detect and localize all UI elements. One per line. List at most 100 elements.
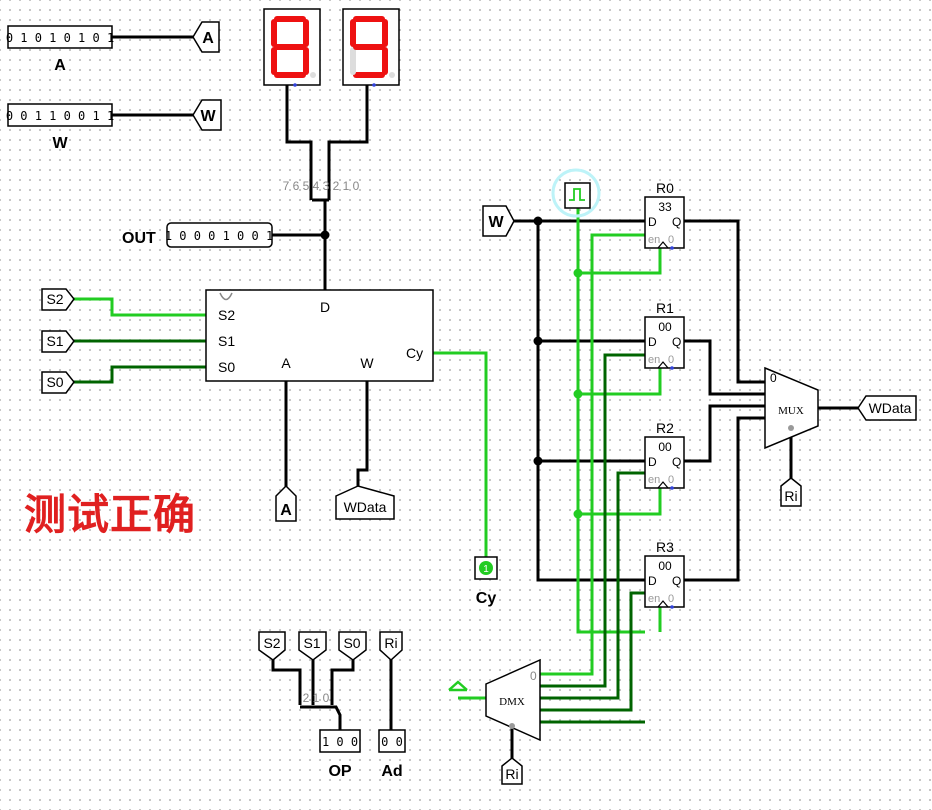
register-zero: 0 xyxy=(668,354,674,366)
tunnel-S0: S0 xyxy=(41,371,75,394)
register-D-port: D xyxy=(648,215,657,229)
input-A-label: A xyxy=(54,57,66,74)
register-Q-port: Q xyxy=(672,335,681,349)
junction-dots-green xyxy=(573,268,583,519)
svg-text:A: A xyxy=(280,502,292,519)
mux-label: MUX xyxy=(778,405,804,417)
seven-segment-right xyxy=(342,8,400,87)
register-zero: 0 xyxy=(668,593,674,605)
op-value: 1 0 0 xyxy=(322,735,358,749)
input-A[interactable]: 0 1 0 1 0 1 0 1 A xyxy=(6,25,114,74)
ad-probe: 0 0 Ad xyxy=(378,729,406,780)
register-zero: 0 xyxy=(668,474,674,486)
mux[interactable]: 0 MUX xyxy=(764,366,819,450)
register-name: R2 xyxy=(656,420,674,436)
alu-S0-port: S0 xyxy=(218,359,235,375)
cy-value: 1 xyxy=(483,564,489,575)
tunnel-S2-b: S2 xyxy=(258,631,286,661)
op-probe: 1 0 0 OP xyxy=(319,729,361,780)
tunnel-A-alu: A xyxy=(275,484,297,522)
register-en-port: en xyxy=(648,593,660,605)
alu-A-port: A xyxy=(281,355,291,371)
tunnel-Ri-mux: Ri xyxy=(780,477,802,507)
svg-text:Ri: Ri xyxy=(505,766,518,782)
svg-text:S1: S1 xyxy=(303,635,320,651)
tunnel-S1-b: S1 xyxy=(298,631,327,661)
svg-text:S1: S1 xyxy=(46,333,63,349)
tunnel-WData-alu: WData xyxy=(335,485,395,520)
junction-dots xyxy=(320,216,543,466)
register-en-port: en xyxy=(648,474,660,486)
cy-output-led: 1 Cy xyxy=(474,556,498,607)
register-Q-port: Q xyxy=(672,455,681,469)
alu-Cy-port: Cy xyxy=(406,345,423,361)
tunnel-S2: S2 xyxy=(41,288,75,311)
svg-text:S2: S2 xyxy=(263,635,280,651)
demux[interactable]: 0 DMX xyxy=(485,658,541,742)
tunnel-W-top: W xyxy=(192,99,222,131)
constant-high-arrow xyxy=(448,680,468,692)
svg-text:A: A xyxy=(202,30,214,47)
out-probe-label: OUT xyxy=(122,230,156,247)
op-splitter-bits: 2 1 0 xyxy=(303,691,330,705)
cy-label: Cy xyxy=(476,590,497,607)
input-W[interactable]: 0 0 1 1 0 0 1 1 W xyxy=(6,103,114,152)
register-name: R1 xyxy=(656,300,674,316)
input-W-label: W xyxy=(52,135,68,152)
dmx-zero: 0 xyxy=(530,669,537,683)
svg-text:S0: S0 xyxy=(46,374,63,390)
register-value: 00 xyxy=(658,320,672,334)
tunnel-W-bus: W xyxy=(482,205,515,237)
register-en-port: en xyxy=(648,234,660,246)
op-label: OP xyxy=(328,763,351,780)
svg-text:S2: S2 xyxy=(46,291,63,307)
input-W-bits: 0 0 1 1 0 0 1 1 xyxy=(6,109,114,123)
svg-text:W: W xyxy=(488,214,504,231)
alu-W-port: W xyxy=(360,355,374,371)
register-name: R3 xyxy=(656,539,674,555)
register-name: R0 xyxy=(656,180,674,196)
svg-text:S0: S0 xyxy=(343,635,360,651)
ad-label: Ad xyxy=(381,763,402,780)
seven-segment-left xyxy=(263,8,321,87)
out-probe: OUT 1 0 0 0 1 0 0 1 xyxy=(122,222,273,248)
svg-text:Ri: Ri xyxy=(784,488,797,504)
clock-icon[interactable] xyxy=(551,168,601,218)
segment-pin xyxy=(372,83,376,87)
tunnel-S0-b: S0 xyxy=(338,631,367,661)
segment-dp xyxy=(389,72,395,78)
inactive-wires xyxy=(72,339,645,724)
splitter-bits: 7 6 5 4 3 2 1 0 xyxy=(283,179,360,193)
tunnel-WData-out: WData xyxy=(857,395,917,421)
register-R3[interactable]: R3 00D Qen 0 xyxy=(644,539,685,609)
register-R0[interactable]: R0 33D Qen 0 xyxy=(644,180,685,250)
register-Q-port: Q xyxy=(672,215,681,229)
segment-pin xyxy=(293,83,297,87)
register-Q-port: Q xyxy=(672,574,681,588)
test-passed-banner: 测试正确 xyxy=(24,490,197,539)
alu-S1-port: S1 xyxy=(218,333,235,349)
register-R2[interactable]: R2 00D Qen 0 xyxy=(644,420,685,490)
dmx-label: DMX xyxy=(499,696,525,708)
svg-text:WData: WData xyxy=(869,400,912,416)
alu-block[interactable]: D S2 S1 S0 A W Cy xyxy=(205,289,434,382)
register-value: 00 xyxy=(658,559,672,573)
black-wires xyxy=(112,35,858,758)
input-A-bits: 0 1 0 1 0 1 0 1 xyxy=(6,31,114,45)
tunnel-Ri-b: Ri xyxy=(379,631,403,662)
register-zero: 0 xyxy=(668,234,674,246)
svg-text:Ri: Ri xyxy=(384,635,397,651)
tunnel-S1: S1 xyxy=(41,330,75,353)
register-D-port: D xyxy=(648,455,657,469)
ad-value: 0 0 xyxy=(381,735,403,749)
register-value: 33 xyxy=(658,200,672,214)
svg-text:W: W xyxy=(200,108,216,125)
register-value: 00 xyxy=(658,440,672,454)
out-probe-value: 1 0 0 0 1 0 0 1 xyxy=(165,229,273,243)
register-D-port: D xyxy=(648,574,657,588)
alu-S2-port: S2 xyxy=(218,307,235,323)
tunnel-A-top: A xyxy=(192,21,220,53)
